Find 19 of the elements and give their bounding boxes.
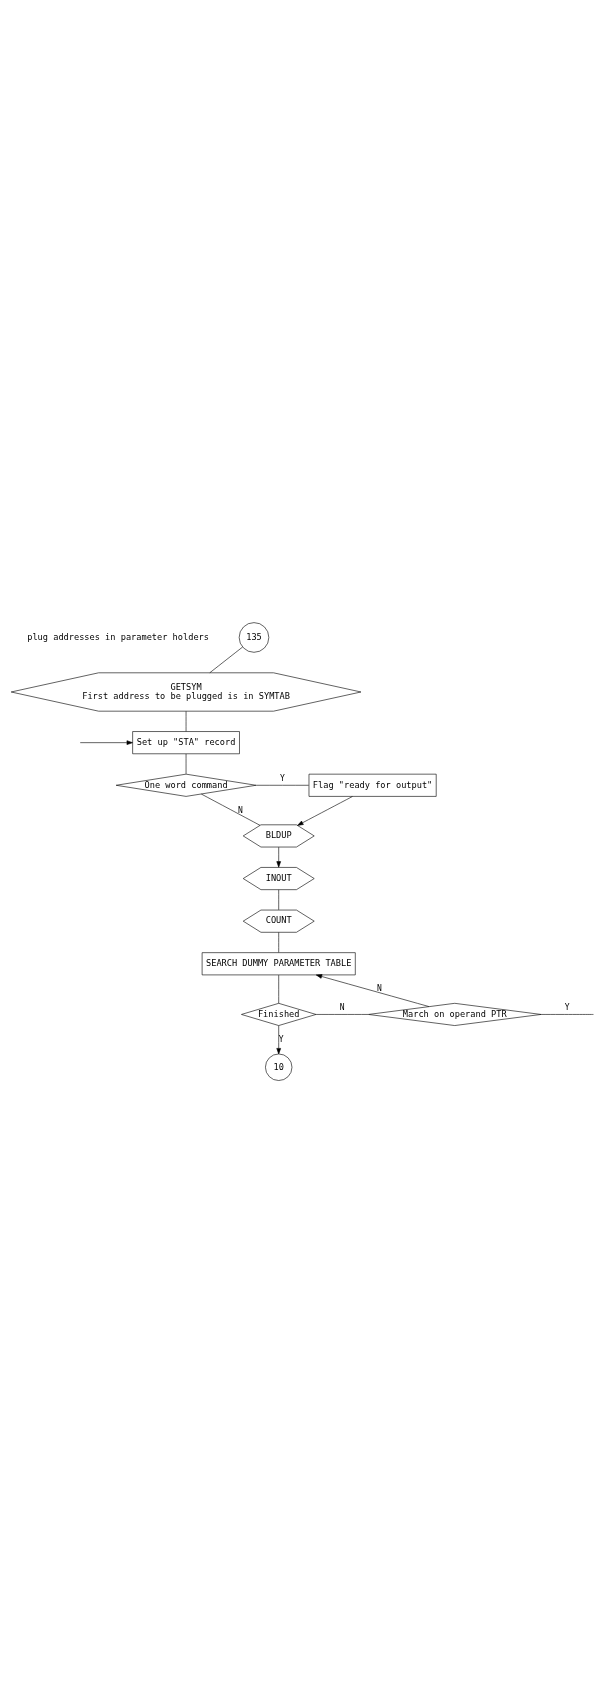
arrow (297, 795, 353, 826)
arrow (276, 846, 281, 867)
node-box: Set up "STA" record (132, 730, 240, 754)
node-diamond: One word command (115, 773, 257, 797)
connector (315, 1013, 369, 1015)
arrow (79, 739, 133, 745)
arrow (315, 973, 430, 1007)
connector (209, 646, 243, 673)
node-box: SEARCH DUMMY PARAMETER TABLE (201, 951, 356, 975)
arrow (276, 1024, 281, 1054)
connector (540, 1013, 594, 1015)
label: plug addresses in parameter holders (27, 631, 209, 642)
connector (255, 784, 309, 786)
node-diamond: March on operand PTR (368, 1002, 542, 1026)
node-diamond: Finished (241, 1002, 317, 1026)
connector (201, 793, 261, 826)
node-box: Flag "ready for output" (308, 773, 437, 797)
node-circle: 10 (265, 1053, 293, 1081)
node-circle: 135 (238, 621, 270, 653)
